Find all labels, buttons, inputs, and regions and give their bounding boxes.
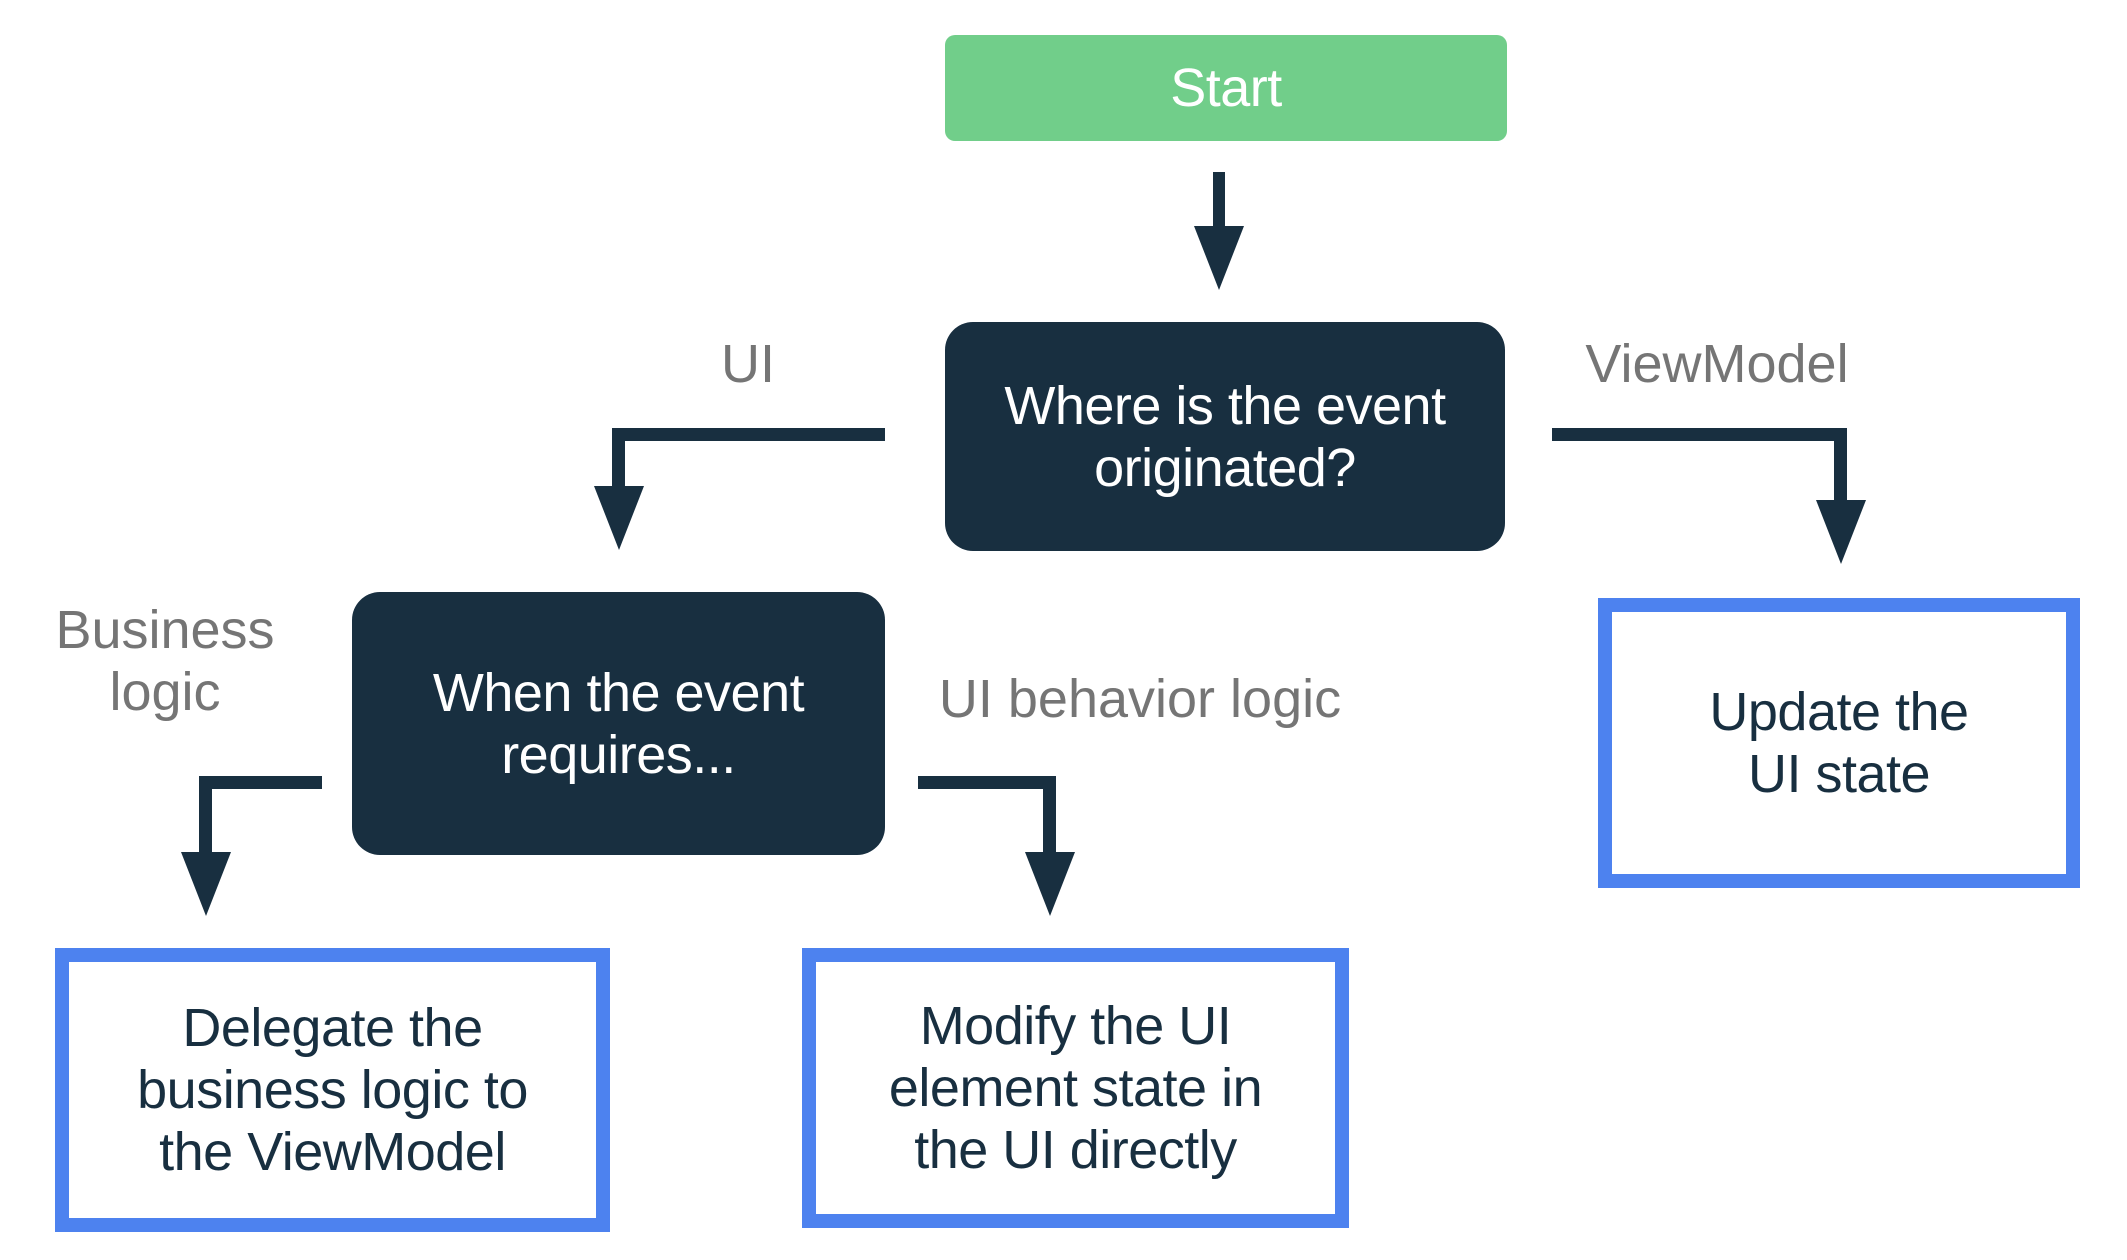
start-node: Start bbox=[945, 35, 1507, 141]
arrow-line-vertical bbox=[1213, 172, 1225, 230]
decision-where-originated-label: Where is the event originated? bbox=[1004, 375, 1446, 498]
branch-label-business-logic: Business logic bbox=[55, 600, 275, 722]
decision-where-originated: Where is the event originated? bbox=[945, 322, 1505, 551]
arrow-head bbox=[181, 852, 231, 916]
outcome-update-ui-state-label: Update the UI state bbox=[1709, 682, 1969, 804]
outcome-modify-ui-element: Modify the UI element state in the UI di… bbox=[802, 948, 1349, 1228]
arrow-line-horizontal bbox=[612, 428, 885, 441]
arrow-head bbox=[1025, 852, 1075, 916]
arrow-head bbox=[594, 486, 644, 550]
arrow-line-vertical bbox=[199, 776, 212, 856]
outcome-delegate-business-logic: Delegate the business logic to the ViewM… bbox=[55, 948, 610, 1232]
decision-when-requires: When the event requires... bbox=[352, 592, 885, 855]
branch-label-ui-behavior-logic: UI behavior logic bbox=[938, 669, 1342, 729]
start-label: Start bbox=[1170, 58, 1282, 118]
decision-when-requires-label: When the event requires... bbox=[432, 662, 805, 785]
outcome-delegate-business-logic-label: Delegate the business logic to the ViewM… bbox=[137, 998, 528, 1182]
arrow-line-vertical bbox=[1043, 776, 1056, 856]
outcome-modify-ui-element-label: Modify the UI element state in the UI di… bbox=[888, 996, 1263, 1180]
branch-label-ui: UI bbox=[721, 334, 775, 394]
branch-label-viewmodel: ViewModel bbox=[1585, 334, 1849, 394]
arrow-line-horizontal bbox=[918, 776, 1056, 789]
outcome-update-ui-state: Update the UI state bbox=[1598, 598, 2080, 888]
arrow-head bbox=[1816, 500, 1866, 564]
arrow-line-horizontal bbox=[1552, 428, 1847, 441]
arrow-line-horizontal bbox=[199, 776, 322, 789]
arrow-line-vertical bbox=[612, 428, 625, 490]
arrow-line-vertical bbox=[1834, 428, 1847, 504]
arrow-head bbox=[1194, 226, 1244, 290]
